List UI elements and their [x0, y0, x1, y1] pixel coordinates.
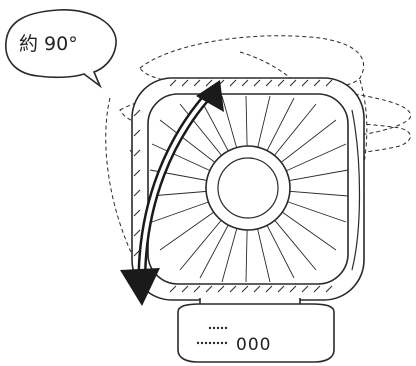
fan-grille-spokes	[149, 95, 349, 283]
tilt-arrow	[120, 80, 224, 306]
fan-hub-ring	[205, 145, 291, 231]
tilt-arrow-head-top	[196, 80, 224, 112]
angle-callout: 約 90°	[5, 9, 117, 89]
base-indicator-dots	[196, 326, 228, 345]
base-body	[177, 303, 335, 363]
speech-bubble	[5, 9, 117, 89]
fan-frame-right-edge	[351, 109, 361, 271]
ghost-frame-side-right	[349, 79, 368, 211]
fan-base	[177, 298, 335, 363]
tilt-arrow-head-bottom	[120, 268, 160, 306]
tilt-arrow-shaft-inner	[140, 96, 208, 273]
angle-label: 約 90°	[19, 33, 78, 55]
fan-frame-inner	[147, 93, 349, 285]
base-display-readout: 000	[236, 335, 271, 355]
fan-hub-center	[217, 157, 279, 219]
fan-body	[131, 77, 365, 301]
